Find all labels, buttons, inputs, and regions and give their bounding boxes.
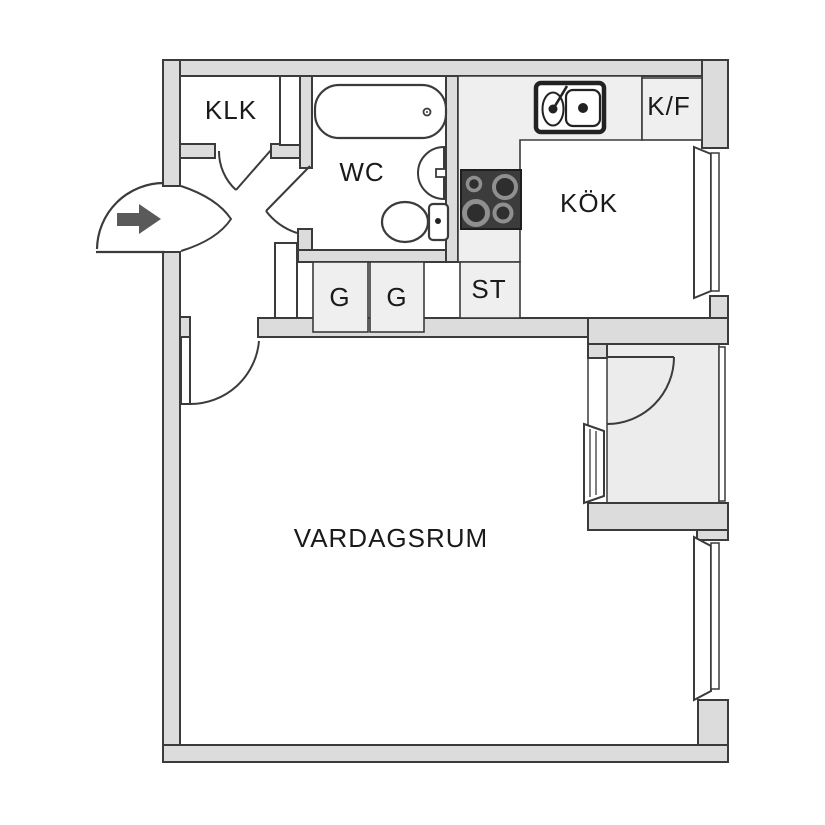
room-label-klk: KLK (205, 95, 257, 125)
wall-top (162, 59, 729, 77)
doors (95, 149, 675, 425)
wall-livingroom-door-post (179, 316, 191, 338)
burner-large-2 (462, 199, 490, 227)
balcony-window (583, 422, 605, 505)
wc-door-arc (265, 210, 298, 234)
balcony-window-frame (583, 422, 605, 505)
entrance-door-wedge (180, 185, 233, 252)
kitchen-window-glass (710, 152, 720, 292)
stove (460, 169, 522, 230)
livingroom-door-leaf (180, 336, 191, 405)
bathroom-fixtures (313, 83, 450, 244)
cleaning-closet-box (459, 261, 521, 319)
room-label-st: ST (471, 274, 506, 304)
balcony-railing (718, 346, 726, 502)
room-label-wc: WC (339, 157, 384, 187)
balcony-door-arc (606, 356, 675, 425)
toilet-bowl (380, 200, 430, 244)
wall-wc-left (299, 75, 313, 169)
kitchen-fixtures (457, 75, 703, 319)
sink-drain-right (578, 103, 588, 113)
wall-wc-bottom (297, 249, 459, 263)
washbasin (417, 145, 445, 201)
burner-large-1 (492, 174, 518, 200)
wall-right-lower (697, 699, 729, 746)
wall-balcony-door-post (587, 343, 608, 359)
wardrobe-box-1 (312, 261, 369, 333)
burner-small-1 (465, 175, 483, 193)
entrance-door-arc (95, 181, 165, 250)
room-label-g1: G (329, 282, 350, 312)
bathtub-drain-dot (426, 111, 428, 113)
burner-small-2 (492, 202, 514, 224)
wall-klk-bottom (179, 143, 216, 159)
wall-left-lower (162, 251, 181, 763)
bathtub (313, 83, 448, 140)
wall-right-mid (709, 295, 729, 321)
room-label-vardagsrum: VARDAGSRUM (294, 523, 488, 553)
livingroom-window (693, 535, 720, 702)
livingroom-door-arc (189, 340, 260, 406)
toilet-flush-button (435, 218, 441, 224)
room-label-g2: G (386, 282, 407, 312)
wc-door-leaf (265, 165, 311, 212)
entrance-arrow-icon (117, 204, 161, 234)
wardrobe-box-2 (369, 261, 425, 333)
wall-right-upper (701, 59, 729, 149)
fridge-freezer-box (641, 77, 703, 141)
wall-kitchen-balcony (587, 317, 729, 345)
wall-klk-post (270, 143, 301, 159)
wall-balcony-bottom (587, 502, 729, 531)
balcony-window-glass (589, 429, 597, 497)
wall-left-upper (162, 59, 181, 187)
shaft-klk (279, 75, 301, 146)
wall-bottom (162, 744, 729, 763)
livingroom-window-glass (710, 542, 720, 690)
kitchen-window-frame (693, 145, 712, 300)
sink-faucet (550, 85, 569, 112)
washbasin-tap (435, 168, 447, 178)
balcony-floor (606, 343, 720, 504)
kitchen-sink (533, 80, 607, 135)
klk-door-arc (217, 150, 237, 191)
room-labels: KLK WC KÖK K/F ST G G VARDAGSRUM (205, 91, 690, 553)
shaft-hall (274, 242, 298, 319)
wall-right-below-balcony (696, 529, 729, 541)
livingroom-window-frame (693, 535, 712, 702)
room-label-kok: KÖK (560, 188, 618, 218)
klk-door-leaf (235, 149, 272, 191)
room-label-kf: K/F (647, 91, 690, 121)
kitchen-window (693, 145, 720, 300)
